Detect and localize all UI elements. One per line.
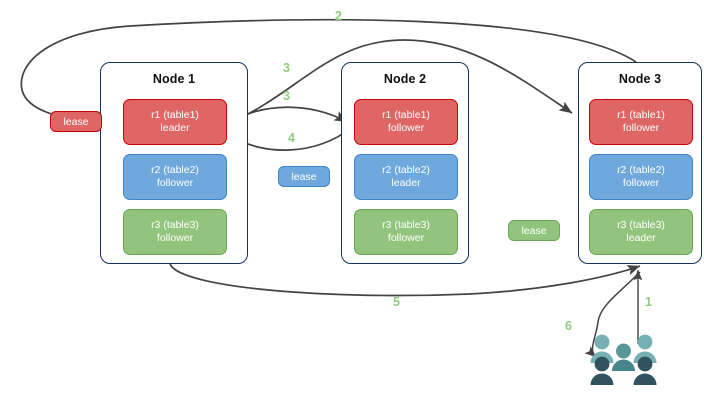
- users-group-icon: [590, 334, 657, 385]
- step-number-3-3: 3: [283, 89, 290, 103]
- step-number-4-4: 4: [288, 131, 295, 145]
- replica-n1-r3[interactable]: r3 (table3)follower: [123, 209, 227, 255]
- replica-name: r2 (table2): [382, 164, 430, 176]
- replica-n3-r2[interactable]: r2 (table2)follower: [589, 154, 693, 200]
- replica-role: follower: [387, 232, 425, 244]
- replica-n3-r1[interactable]: r1 (table1)follower: [589, 99, 693, 145]
- replica-role: follower: [156, 177, 194, 189]
- replica-n2-r3[interactable]: r3 (table3)follower: [354, 209, 458, 255]
- replica-name: r2 (table2): [151, 164, 199, 176]
- step-number-2-1: 2: [335, 9, 342, 23]
- lease-chip-green[interactable]: lease: [508, 220, 560, 241]
- replica-name: r2 (table2): [617, 164, 665, 176]
- replica-role: leader: [160, 122, 190, 134]
- replica-n1-r2[interactable]: r2 (table2)follower: [123, 154, 227, 200]
- step-number-3-2: 3: [283, 61, 290, 75]
- replica-role: follower: [156, 232, 194, 244]
- replica-n2-r1[interactable]: r1 (table1)follower: [354, 99, 458, 145]
- replica-n1-r1[interactable]: r1 (table1)leader: [123, 99, 227, 145]
- replica-role: leader: [391, 177, 421, 189]
- node-title: Node 1: [152, 72, 196, 86]
- replica-n3-r3[interactable]: r3 (table3)leader: [589, 209, 693, 255]
- edge-step-5: [169, 263, 641, 297]
- replica-n2-r2[interactable]: r2 (table2)leader: [354, 154, 458, 200]
- replica-name: r3 (table3): [617, 219, 665, 231]
- replica-name: r1 (table1): [151, 109, 199, 121]
- lease-chip-blue[interactable]: lease: [278, 166, 330, 187]
- replica-name: r1 (table1): [617, 109, 665, 121]
- replica-role: follower: [387, 122, 425, 134]
- step-number-1-0: 1: [645, 295, 652, 309]
- replica-role: follower: [622, 122, 660, 134]
- step-number-5-5: 5: [393, 295, 400, 309]
- replica-name: r1 (table1): [382, 109, 430, 121]
- replica-name: r3 (table3): [382, 219, 430, 231]
- replica-name: r3 (table3): [151, 219, 199, 231]
- lease-chip-red[interactable]: lease: [50, 111, 102, 132]
- step-number-6-6: 6: [565, 319, 572, 333]
- node-title: Node 2: [383, 72, 427, 86]
- node-title: Node 3: [618, 72, 662, 86]
- replica-role: leader: [626, 232, 656, 244]
- replica-role: follower: [622, 177, 660, 189]
